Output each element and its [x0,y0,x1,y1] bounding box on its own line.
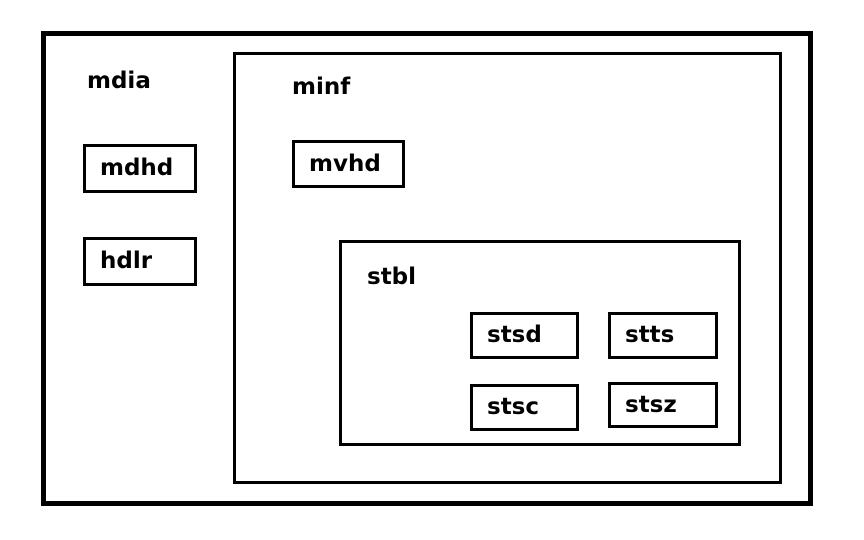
box-stsc: stsc [470,384,579,431]
box-label-stsd: stsd [487,322,542,348]
container-label-minf: minf [292,74,351,100]
box-label-stsc: stsc [487,394,540,420]
container-label-stbl: stbl [367,264,417,290]
box-mdhd: mdhd [83,144,197,193]
box-label-mvhd: mvhd [309,150,381,177]
box-label-mdhd: mdhd [100,155,174,181]
container-label-mdia: mdia [87,68,151,94]
box-stsz: stsz [608,382,718,428]
box-mvhd: mvhd [292,140,405,188]
box-stsd: stsd [470,312,579,359]
box-label-stts: stts [625,322,675,348]
box-stts: stts [608,312,718,359]
box-label-hdlr: hdlr [100,248,153,274]
box-hdlr: hdlr [83,237,197,286]
box-label-stsz: stsz [625,391,677,418]
